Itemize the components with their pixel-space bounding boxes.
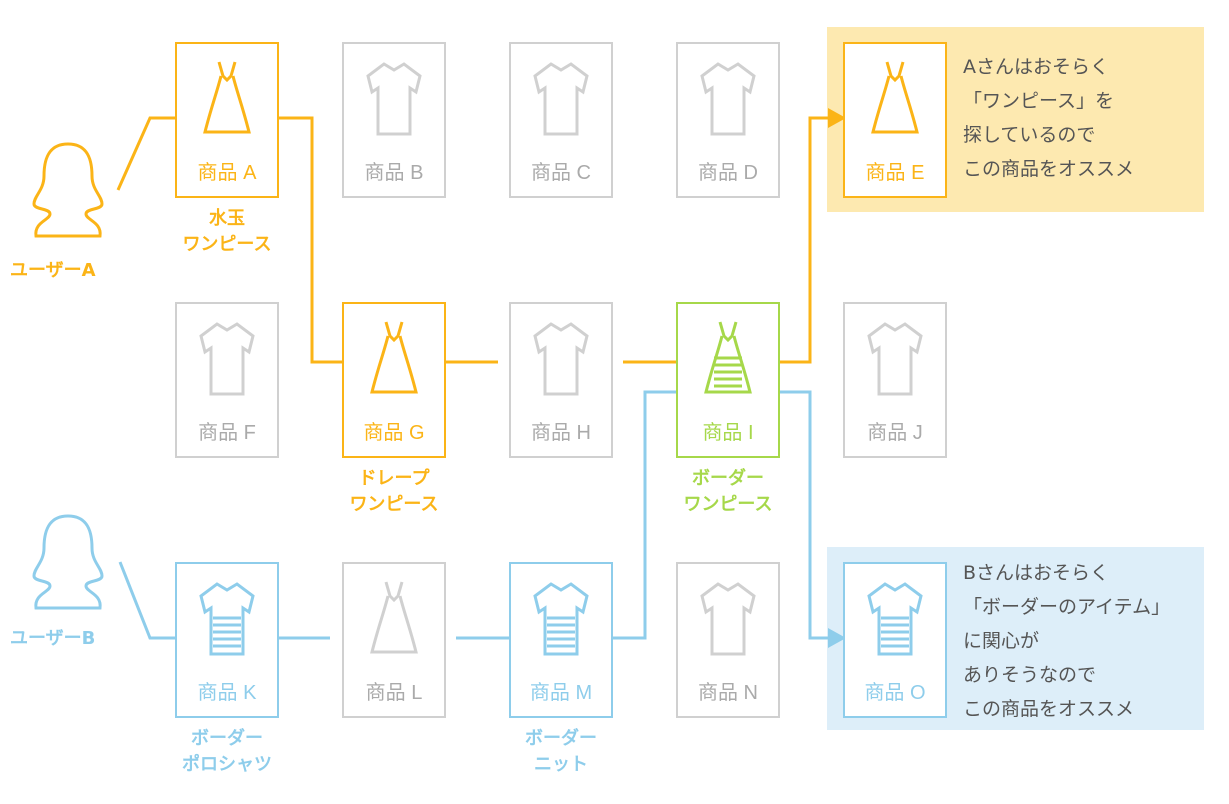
product-label: 商品 A — [197, 162, 257, 184]
note-b: Bさんはおそらく 「ボーダーのアイテム」 に関心が ありそうなので この商品をオ… — [963, 556, 1170, 726]
arrow-icon — [828, 628, 846, 648]
product-label: 商品 I — [702, 422, 754, 444]
product-card[interactable]: 商品 O — [843, 562, 947, 718]
product-label: 商品 G — [363, 422, 425, 444]
jacket-icon — [867, 322, 923, 396]
product-card[interactable]: 商品 J — [843, 302, 947, 458]
product-card[interactable]: 商品 K — [175, 562, 279, 718]
product-label: 商品 J — [867, 422, 923, 444]
caption-line: ボーダー — [191, 728, 263, 749]
polo-icon — [199, 582, 255, 656]
user-b-path — [118, 561, 175, 640]
peplum-dress-icon — [370, 581, 418, 654]
cardigan-icon — [199, 322, 255, 396]
note-line: Bさんはおそらく — [963, 562, 1110, 584]
down-jacket-icon — [700, 62, 756, 136]
vest-icon — [700, 582, 756, 656]
product-card[interactable]: 商品 H — [509, 302, 613, 458]
product-card[interactable]: 商品 F — [175, 302, 279, 458]
caption-line: ワンピース — [349, 494, 439, 515]
note-line: この商品をオススメ — [963, 158, 1135, 180]
user-b-path — [613, 390, 676, 640]
user-a-label: ユーザーA — [10, 260, 96, 281]
product-label: 商品 M — [529, 682, 593, 704]
user-b-icon — [32, 514, 104, 610]
user-a-path — [116, 116, 175, 191]
caption-line: ドレープ — [358, 468, 430, 489]
caption-line: ボーダー — [525, 728, 597, 749]
product-card[interactable]: 商品 N — [676, 562, 780, 718]
caption-i: ボーダーワンピース — [658, 466, 798, 518]
caption-line: ニット — [534, 754, 588, 775]
product-card[interactable]: 商品 M — [509, 562, 613, 718]
product-card[interactable]: 商品 G — [342, 302, 446, 458]
drape-dress-icon — [370, 321, 418, 394]
caption-k: ボーダーポロシャツ — [157, 726, 297, 778]
user-a-path — [780, 116, 830, 364]
product-label: 商品 E — [865, 162, 925, 184]
product-label: 商品 K — [197, 682, 257, 704]
caption-line: ワンピース — [683, 494, 773, 515]
caption-m: ボーダーニット — [491, 726, 631, 778]
arrow-icon — [828, 108, 846, 128]
product-label: 商品 C — [531, 162, 591, 184]
user-b-label: ユーザーB — [10, 628, 96, 649]
note-line: この商品をオススメ — [963, 698, 1135, 720]
note-line: ありそうなので — [963, 664, 1097, 686]
border-tee-icon — [867, 582, 923, 656]
note-line: 探しているので — [963, 124, 1096, 146]
note-line: に関心が — [963, 630, 1040, 652]
product-label: 商品 N — [698, 682, 758, 704]
caption-line: ワンピース — [182, 234, 272, 255]
caption-line: ポロシャツ — [182, 754, 272, 775]
hoodie-icon — [366, 62, 422, 136]
dress-polka-icon — [203, 61, 251, 134]
product-card[interactable]: 商品 I — [676, 302, 780, 458]
caption-line: ボーダー — [692, 468, 764, 489]
knit-icon — [533, 582, 589, 656]
product-card[interactable]: 商品 C — [509, 42, 613, 198]
product-label: 商品 F — [198, 422, 256, 444]
user-b-path — [780, 390, 830, 640]
border-dress-icon — [704, 321, 752, 394]
note-line: Aさんはおそらく — [963, 56, 1109, 78]
note-line: 「ボーダーのアイテム」 — [963, 596, 1171, 618]
tshirt-icon — [533, 322, 589, 396]
caption-line: 水玉 — [209, 208, 245, 229]
user-a-icon — [32, 142, 104, 238]
product-label: 商品 L — [365, 682, 423, 704]
product-label: 商品 O — [864, 682, 926, 704]
note-a: Aさんはおそらく 「ワンピース」を 探しているので この商品をオススメ — [963, 50, 1134, 186]
product-label: 商品 B — [364, 162, 424, 184]
ruffle-dress-icon — [871, 61, 919, 134]
shirt-icon — [533, 62, 589, 136]
caption-g: ドレープワンピース — [324, 466, 464, 518]
product-card[interactable]: 商品 B — [342, 42, 446, 198]
product-label: 商品 D — [698, 162, 758, 184]
caption-a: 水玉ワンピース — [157, 206, 297, 258]
note-line: 「ワンピース」を — [963, 90, 1115, 112]
product-label: 商品 H — [531, 422, 591, 444]
product-card[interactable]: 商品 A — [175, 42, 279, 198]
product-card[interactable]: 商品 D — [676, 42, 780, 198]
user-a-path — [279, 116, 342, 364]
product-card[interactable]: 商品 L — [342, 562, 446, 718]
product-card[interactable]: 商品 E — [843, 42, 947, 198]
